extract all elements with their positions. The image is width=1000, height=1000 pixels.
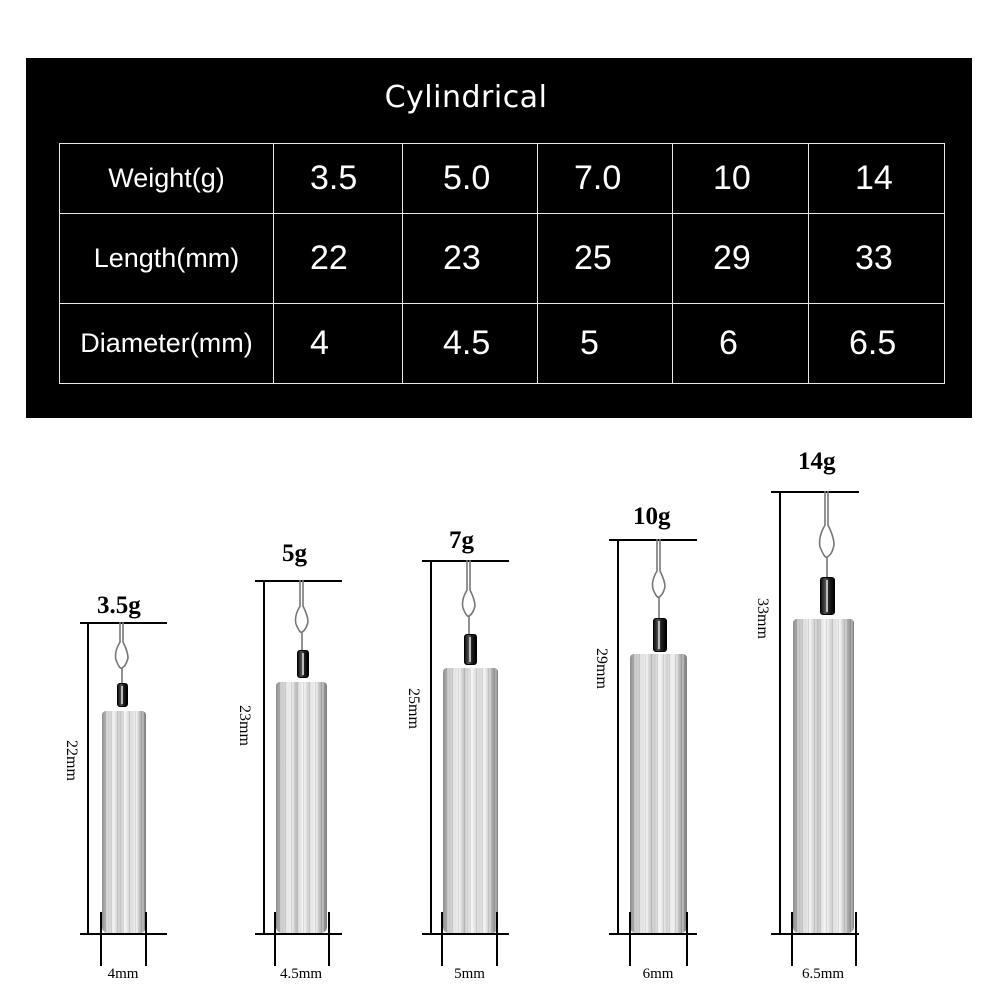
cell-value: 5.0 [443,159,491,197]
table-cell: 4 [273,303,403,384]
table-cell: 33 [808,213,945,304]
weight-label: 3.5g [97,592,141,619]
diameter-tick-right [686,912,688,966]
table-cell: 29 [672,213,809,304]
cell-value: 4 [310,324,329,362]
length-label: 23mm [236,705,253,746]
bottom-dimension-line [771,933,859,935]
diameter-label: 4.5mm [279,966,323,982]
panel-title: Cylindrical [384,80,548,115]
length-label: 25mm [405,688,422,729]
length-dimension-line [263,580,265,935]
bottom-dimension-line [255,933,342,935]
table-cell: 10 [672,143,809,214]
wire-loop-icon [461,560,476,640]
bottom-dimension-line [80,933,167,935]
cell-value: 10 [713,159,751,197]
length-label: 33mm [754,598,771,639]
diameter-label: 4mm [107,966,139,982]
cylinder-weight [443,668,498,933]
top-dimension-line [609,539,697,541]
wire-loop-icon [114,622,129,684]
diameter-label: 6mm [642,966,674,982]
diameter-label: 6.5mm [801,966,845,982]
diameter-tick-right [328,912,330,966]
weight-label: 14g [798,448,836,475]
wire-loop-icon [294,580,309,652]
weight-label: 5g [282,540,307,567]
table-cell: 5.0 [402,143,538,214]
cylinder-weight [793,619,854,933]
length-dimension-line [617,539,619,935]
cell-value: 6 [719,324,738,362]
cell-value: 6.5 [849,324,897,362]
cylinder-weight [630,654,687,933]
top-dimension-line [771,491,859,493]
row-label: Diameter(mm) [59,303,274,384]
swivel-icon [117,683,128,707]
cell-value: 23 [443,239,481,277]
cell-value: 14 [855,159,893,197]
weight-label: 7g [449,527,474,554]
top-dimension-line [255,580,342,582]
table-row-diameter: Diameter(mm) 4 4.5 5 6 6.5 [59,303,945,384]
table-cell: 6 [672,303,809,384]
table-cell: 25 [537,213,673,304]
spec-panel: Cylindrical Weight(g) 3.5 5.0 7.0 10 14 … [26,58,972,418]
length-dimension-line [779,491,781,935]
cylinder-weight [102,711,146,933]
diameter-tick-left [441,912,443,966]
wire-loop-icon [818,491,835,581]
table-cell: 4.5 [402,303,538,384]
top-dimension-line [422,560,509,562]
cell-value: 5 [580,324,599,362]
table-row-weight: Weight(g) 3.5 5.0 7.0 10 14 [59,143,945,214]
swivel-icon [297,650,309,678]
diameter-label: 5mm [454,966,485,982]
cell-value: 25 [574,239,612,277]
cell-value: 22 [310,239,348,277]
row-label: Length(mm) [59,213,274,304]
table-cell: 7.0 [537,143,673,214]
diameter-tick-left [629,912,631,966]
swivel-icon [820,577,835,615]
length-label: 22mm [63,740,80,781]
table-cell: 23 [402,213,538,304]
cylinder-weight [276,682,327,933]
length-dimension-line [430,560,432,935]
table-cell: 3.5 [273,143,403,214]
diameter-tick-left [274,912,276,966]
spec-table: Weight(g) 3.5 5.0 7.0 10 14 Length(mm) 2… [59,143,945,384]
wire-loop-icon [651,539,666,621]
bottom-dimension-line [422,933,509,935]
cell-value: 29 [713,239,751,277]
length-dimension-line [87,622,89,935]
diameter-tick-right [496,912,498,966]
table-row-length: Length(mm) 22 23 25 29 33 [59,213,945,304]
cell-value: 3.5 [310,159,358,197]
cell-value: 33 [855,239,893,277]
swivel-icon [464,634,477,665]
table-cell: 22 [273,213,403,304]
bottom-dimension-line [609,933,697,935]
swivel-icon [653,618,667,652]
table-cell: 6.5 [808,303,945,384]
cell-value: 7.0 [574,159,622,197]
diameter-tick-right [145,912,147,966]
diameter-tick-left [100,912,102,966]
diameter-tick-left [791,912,793,966]
cell-value: 4.5 [443,324,491,362]
weight-label: 10g [633,503,671,530]
length-label: 29mm [593,648,610,689]
row-label: Weight(g) [59,143,274,214]
diameter-tick-right [855,912,857,966]
table-cell: 14 [808,143,945,214]
table-cell: 5 [537,303,673,384]
